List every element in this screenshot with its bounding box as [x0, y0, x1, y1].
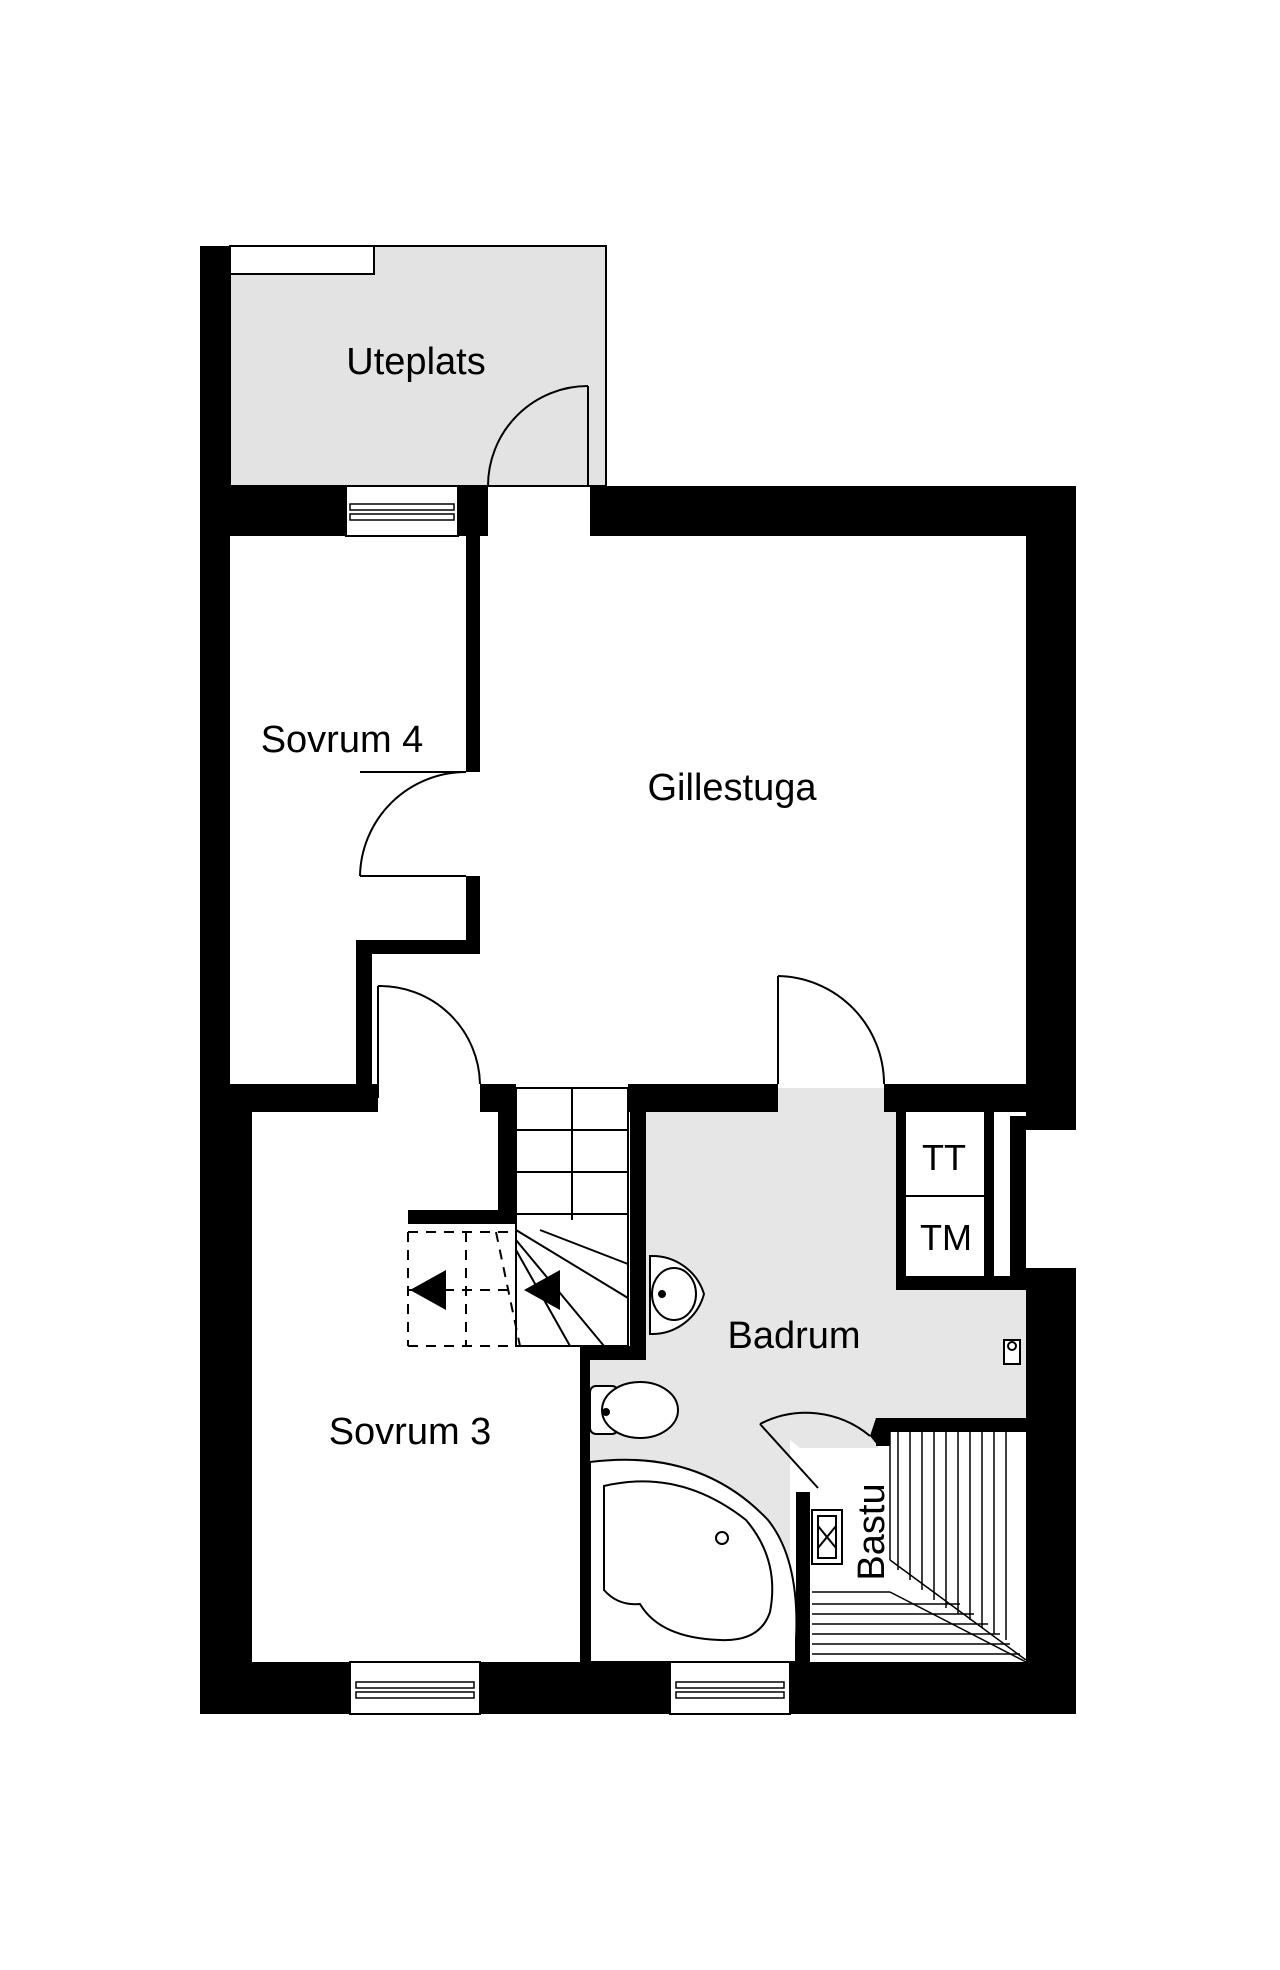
staircase [515, 1087, 629, 1347]
room-label-tm: TM [920, 1217, 972, 1258]
sauna-bench-lower [812, 1591, 1027, 1663]
bastu-area [812, 1614, 1026, 1662]
room-label-uteplats: Uteplats [346, 341, 485, 383]
window-badrum [669, 1661, 791, 1715]
room-label-sovrum4: Sovrum 4 [261, 719, 424, 761]
patio-bench [229, 245, 375, 275]
stair-arrows [410, 1270, 560, 1310]
room-label-badrum: Badrum [727, 1315, 860, 1357]
stair-arrow-icon [524, 1270, 560, 1310]
room-label-sovrum3: Sovrum 3 [329, 1411, 492, 1453]
room-label-tt: TT [922, 1137, 966, 1178]
room-label-bastu: Bastu [851, 1483, 893, 1580]
washbasin [649, 1254, 706, 1336]
corner-bathtub [589, 1458, 798, 1663]
towel-heater-icon [1003, 1339, 1021, 1365]
window-sovrum4 [345, 485, 459, 537]
doors [359, 385, 885, 1489]
walls [200, 246, 1076, 1714]
stair-arrow-icon [410, 1270, 446, 1310]
room-label-gillestuga: Gillestuga [648, 767, 818, 809]
toilet [589, 1381, 679, 1439]
window-sovrum3 [349, 1661, 481, 1715]
uteplats-area [229, 245, 607, 487]
sauna-heater-icon [811, 1509, 843, 1565]
sauna-bench-upper [889, 1432, 1027, 1661]
